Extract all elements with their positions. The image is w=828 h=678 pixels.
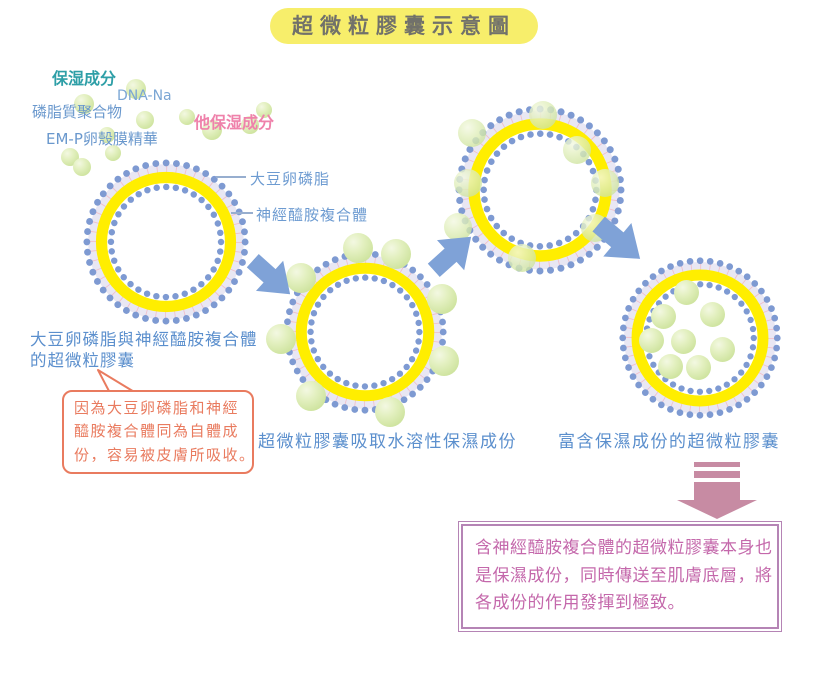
absorbed-ball [563, 136, 591, 164]
ingredient-ball [99, 127, 115, 143]
stored-ball [658, 354, 683, 379]
leader-line-ceramide [231, 212, 253, 214]
ingredient-ball [136, 111, 154, 129]
pink-note-box: 含神經醯胺複合體的超微粒膠囊本身也 是保濕成份，同時傳送至肌膚底層，將 各成份的… [458, 521, 782, 632]
absorbed-ball [454, 169, 482, 197]
legend-other-moisturizing: 他保湿成分 [194, 113, 275, 132]
absorbed-ball [591, 169, 619, 197]
absorbed-ball [529, 101, 557, 129]
label-ceramide-complex: 神經醯胺複合體 [256, 206, 369, 224]
legend-moisturizing: 保湿成分 [52, 69, 117, 88]
ingredient-ball [179, 109, 195, 125]
ingredient-ball [427, 284, 457, 314]
orange-callout-line1: 因為大豆卵磷脂和神經 [74, 399, 240, 417]
orange-callout-line3: 份，容易被皮膚所吸收。 [74, 445, 256, 464]
caption-capsule1: 大豆卵磷脂與神經醯胺複合體 的超微粒膠囊 [30, 329, 258, 371]
ingredient-ball [375, 397, 405, 427]
caption-capsule1-line2: 的超微粒膠囊 [30, 351, 135, 370]
ingredient-ball [296, 381, 326, 411]
ingredient-ball [126, 79, 146, 99]
pink-note-line2: 是保濕成份，同時傳送至肌膚底層，將 [475, 565, 773, 586]
stored-ball [639, 328, 664, 353]
ingredient-ball [381, 239, 411, 269]
absorbed-ball [458, 119, 486, 147]
absorbed-ball [444, 213, 472, 241]
orange-callout-line2: 醯胺複合體同為自體成 [74, 422, 240, 441]
leader-line-soy-lecithin [216, 176, 246, 178]
capsule-1-liposome [80, 156, 252, 328]
absorbed-ball [508, 244, 536, 272]
ingredient-ball [105, 145, 121, 161]
orange-callout: 因為大豆卵磷脂和神經 醯胺複合體同為自體成 份，容易被皮膚所吸收。 [62, 390, 254, 474]
ingredient-ball [202, 120, 222, 140]
legend-em-p: EM-P卵殼膜精華 [46, 130, 158, 148]
stored-ball [700, 302, 725, 327]
ingredient-ball [74, 94, 94, 114]
ingredient-ball [286, 263, 316, 293]
ingredient-ball [256, 102, 272, 118]
stored-ball [686, 355, 711, 380]
caption-capsule2: 超微粒膠囊吸取水溶性保濕成份 [258, 432, 517, 452]
pink-note-inner: 含神經醯胺複合體的超微粒膠囊本身也 是保濕成份，同時傳送至肌膚底層，將 各成份的… [461, 524, 779, 629]
pink-note-line1: 含神經醯胺複合體的超微粒膠囊本身也 [475, 538, 773, 558]
label-soy-lecithin: 大豆卵磷脂 [250, 170, 331, 188]
ingredient-ball [241, 116, 259, 134]
legend-dna-na: DNA-Na [117, 88, 172, 104]
ingredient-ball [429, 346, 459, 376]
stored-ball [674, 280, 699, 305]
legend-phospholipid-polymer: 磷脂質聚合物 [32, 103, 123, 121]
ingredient-ball [266, 324, 296, 354]
caption-capsule1-line1: 大豆卵磷脂與神經醯胺複合體 [30, 330, 258, 349]
pink-note-line3: 各成份的作用發揮到極致。 [475, 593, 685, 614]
stored-ball [671, 329, 696, 354]
stored-ball [651, 304, 676, 329]
down-arrow-icon [677, 462, 757, 519]
ingredient-ball [73, 158, 91, 176]
stored-ball [710, 337, 735, 362]
ingredient-ball [343, 233, 373, 263]
caption-capsule4: 富含保濕成份的超微粒膠囊 [558, 432, 780, 452]
page-title: 超微粒膠囊示意圖 [270, 8, 538, 44]
